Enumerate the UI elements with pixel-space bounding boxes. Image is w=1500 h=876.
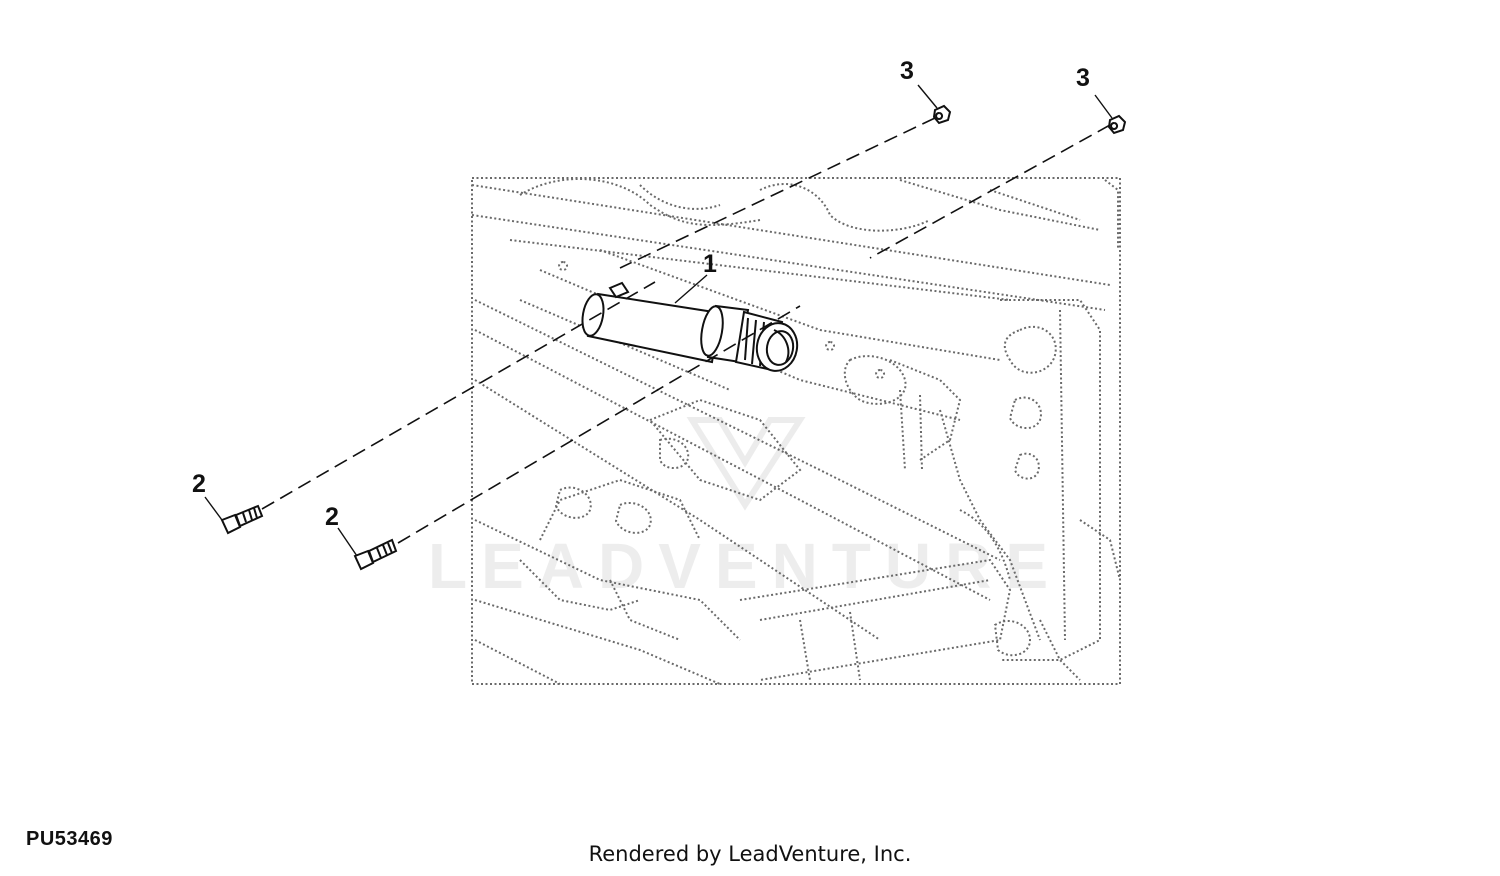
part-1-shaft (581, 281, 799, 372)
figure-code: PU53469 (26, 828, 113, 850)
callout-2-lower: 2 (325, 503, 339, 531)
callout-1: 1 (703, 250, 717, 278)
assembly-lines (261, 117, 1111, 544)
part-3-nut-left (932, 104, 952, 125)
watermark-text: LEADVENTURE (428, 530, 1062, 602)
callout-2-upper: 2 (192, 470, 206, 498)
frame-background (471, 177, 1121, 685)
callout-3-right: 3 (1076, 64, 1090, 92)
part-2-bolt-lower (353, 538, 398, 571)
leader-lines (204, 84, 1113, 557)
render-credit: Rendered by LeadVenture, Inc. (588, 842, 912, 866)
part-3-nut-right (1107, 114, 1127, 135)
part-2-bolt-upper (220, 504, 264, 535)
watermark: LEADVENTURE (428, 417, 1062, 602)
callout-3-left: 3 (900, 57, 914, 85)
